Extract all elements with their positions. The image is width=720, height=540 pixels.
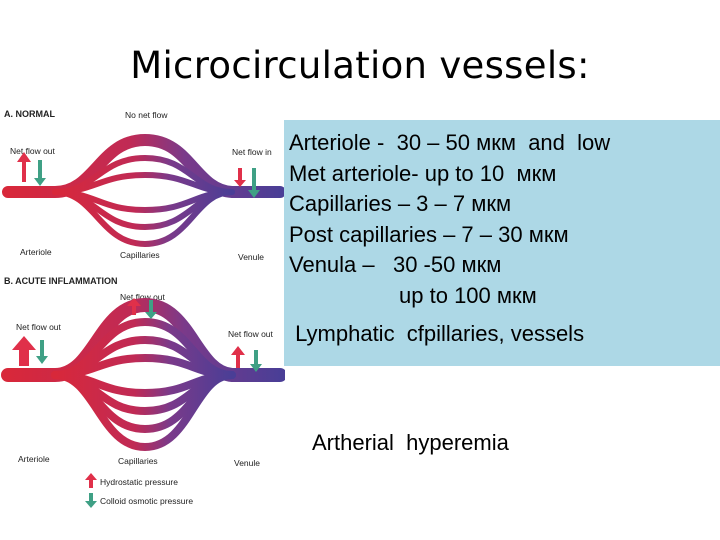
info-line: up to 100 мкм bbox=[289, 282, 537, 308]
hydrostatic-legend-icon bbox=[85, 473, 97, 488]
info-line: Arteriole - 30 – 50 мкм and low bbox=[289, 130, 611, 155]
legend-hydrostatic: Hydrostatic pressure bbox=[100, 477, 178, 487]
info-line: Capillaries – 3 – 7 мкм bbox=[289, 191, 512, 216]
info-line: Met arteriole- up to 10 мкм bbox=[289, 160, 557, 186]
page-title: Microcirculation vessels: bbox=[130, 44, 590, 87]
colloid-arrow-icon bbox=[36, 340, 48, 364]
hydrostatic-arrow-icon bbox=[231, 346, 245, 368]
vessel-size-info-box: Arteriole - 30 – 50 мкм and low Met arte… bbox=[284, 120, 720, 366]
hydrostatic-arrow-icon bbox=[234, 168, 246, 187]
venule-label-a: Venule bbox=[238, 252, 264, 262]
colloid-arrow-icon bbox=[250, 350, 262, 372]
net-flow-out-label-top: Net flow out bbox=[120, 292, 166, 302]
no-net-flow-label: No net flow bbox=[125, 110, 168, 120]
colloid-arrow-icon bbox=[34, 160, 46, 186]
legend-colloid: Colloid osmotic pressure bbox=[100, 496, 193, 506]
venule-label-b: Venule bbox=[234, 458, 260, 468]
legend: Hydrostatic pressure Colloid osmotic pre… bbox=[85, 473, 193, 508]
caption: Artherial hyperemia bbox=[312, 430, 509, 455]
hydrostatic-arrow-icon bbox=[17, 152, 31, 182]
pressure-arrows-normal bbox=[17, 152, 260, 198]
hydrostatic-arrow-icon bbox=[127, 298, 141, 315]
net-flow-out-label-right: Net flow out bbox=[228, 329, 274, 339]
pressure-arrows-inflamed bbox=[12, 298, 262, 372]
arteriole-label-b: Arteriole bbox=[18, 454, 50, 464]
colloid-arrow-icon bbox=[248, 168, 260, 198]
colloid-arrow-icon bbox=[145, 300, 157, 319]
vessel-network-inflamed bbox=[0, 297, 285, 452]
net-flow-out-label-left: Net flow out bbox=[16, 322, 62, 332]
panel-inflammation: B. ACUTE INFLAMMATION Net flow out Net f… bbox=[0, 276, 285, 468]
info-line: Venula – 30 -50 мкм bbox=[289, 252, 502, 277]
capillaries-label-a: Capillaries bbox=[120, 250, 160, 260]
arteriole-label-a: Arteriole bbox=[20, 247, 52, 257]
capillaries-label-b: Capillaries bbox=[118, 456, 158, 466]
panel-a-header: A. NORMAL bbox=[4, 109, 55, 119]
panel-normal: A. NORMAL No net flow Net flow out Net f… bbox=[0, 109, 285, 262]
info-line: Lymphatic cfpillaries, vessels bbox=[289, 321, 585, 346]
net-flow-in-label: Net flow in bbox=[232, 147, 272, 157]
hydrostatic-arrow-icon bbox=[12, 336, 36, 366]
microcirculation-figure: A. NORMAL No net flow Net flow out Net f… bbox=[0, 109, 285, 508]
net-flow-out-label-a: Net flow out bbox=[10, 146, 56, 156]
info-line: Post capillaries – 7 – 30 мкм bbox=[289, 221, 569, 247]
colloid-legend-icon bbox=[85, 493, 97, 508]
panel-b-header: B. ACUTE INFLAMMATION bbox=[4, 276, 117, 286]
